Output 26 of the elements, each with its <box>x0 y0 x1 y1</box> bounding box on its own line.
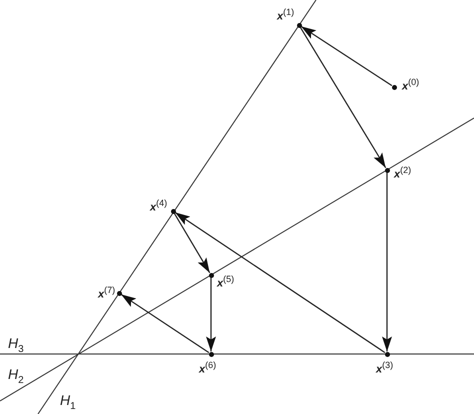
arrow <box>300 26 392 86</box>
arrow <box>300 26 386 168</box>
point <box>170 208 176 214</box>
line-label: H$_{2}$ <box>8 367 24 386</box>
point <box>296 22 302 28</box>
point <box>384 352 390 356</box>
arrow <box>174 212 386 354</box>
line-label: H$_{3}$ <box>8 336 24 355</box>
point <box>208 272 214 278</box>
point <box>384 168 390 172</box>
point-label: x$^{(2)}$ <box>394 166 412 181</box>
point-label: x$^{(6)}$ <box>199 361 216 376</box>
point <box>116 290 122 296</box>
arrow <box>120 294 210 354</box>
arrow <box>382 172 392 352</box>
point-label: x$^{(1)}$ <box>277 8 294 23</box>
point-label: x$^{(3)}$ <box>376 361 394 376</box>
arrow <box>174 212 210 274</box>
point-label: x$^{(4)}$ <box>150 199 168 214</box>
point <box>392 84 396 90</box>
point <box>208 352 214 356</box>
point-label: x$^{(7)}$ <box>98 286 116 301</box>
line-label: H$_{1}$ <box>60 393 76 412</box>
point-label: x$^{(5)}$ <box>217 275 234 290</box>
arrow <box>206 278 216 352</box>
point-label: x$^{(0)}$ <box>402 78 420 93</box>
